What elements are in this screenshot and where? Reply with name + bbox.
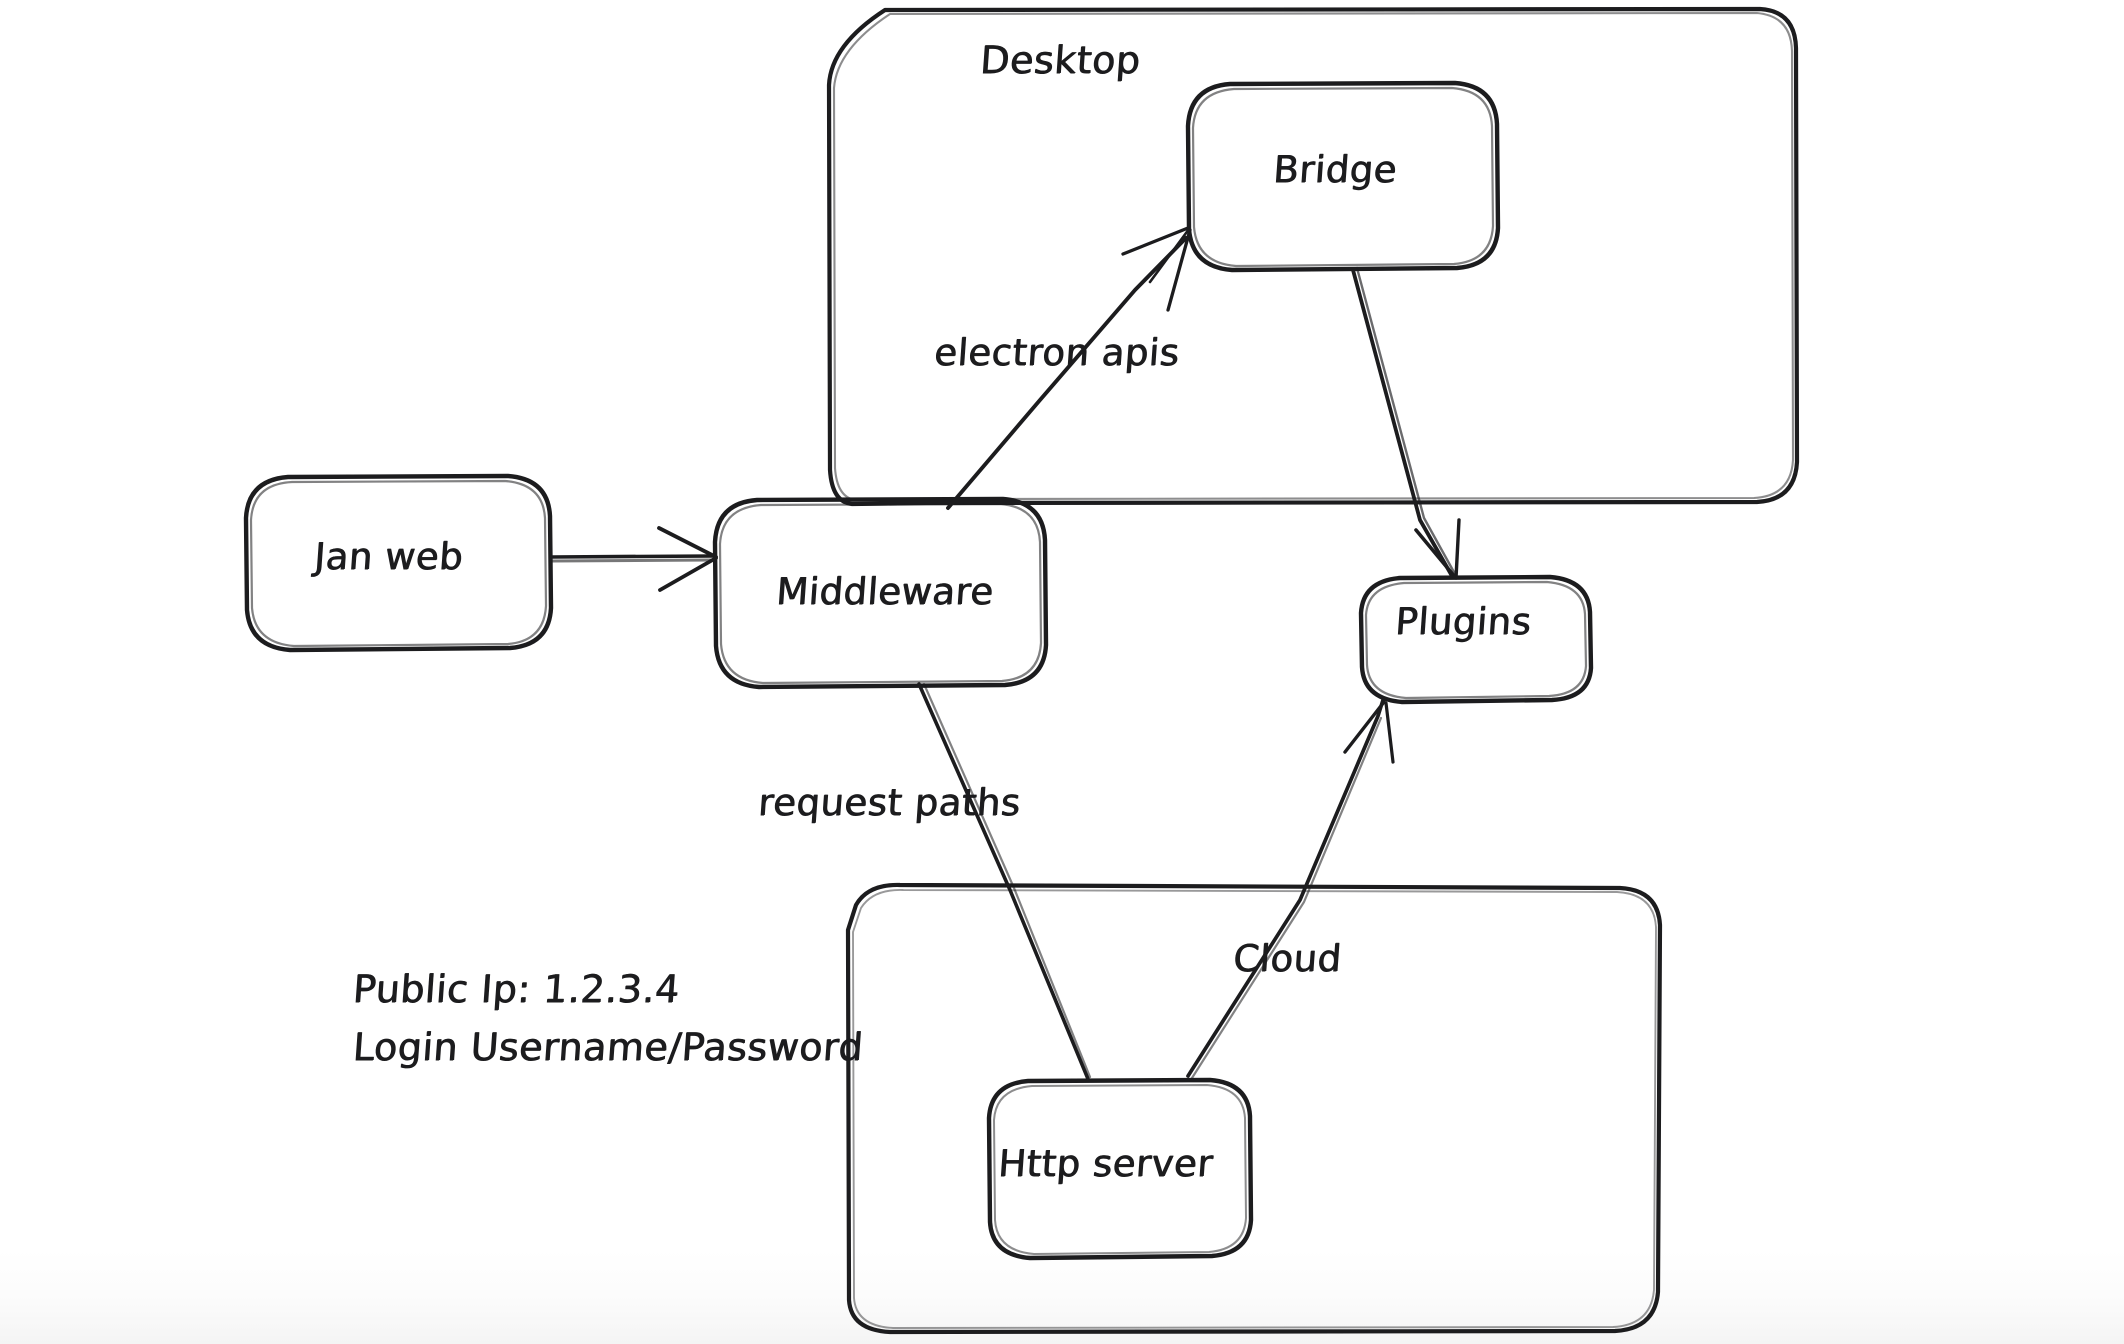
- edge-http-server-to-plugins: [1186, 698, 1395, 1080]
- edge-middleware-to-http-server: [917, 682, 1092, 1081]
- edge-bridge-to-plugins: [1351, 266, 1461, 580]
- node-jan-web-outline: [243, 473, 554, 653]
- node-bridge-outline: [1185, 80, 1501, 273]
- group-cloud-outline: [845, 882, 1663, 1335]
- edge-middleware-to-bridge: [946, 226, 1192, 510]
- node-plugins-outline: [1358, 574, 1594, 705]
- node-middleware-outline: [712, 496, 1049, 690]
- edge-jan-web-to-middleware: [550, 526, 718, 592]
- node-http-server-outline: [986, 1077, 1254, 1261]
